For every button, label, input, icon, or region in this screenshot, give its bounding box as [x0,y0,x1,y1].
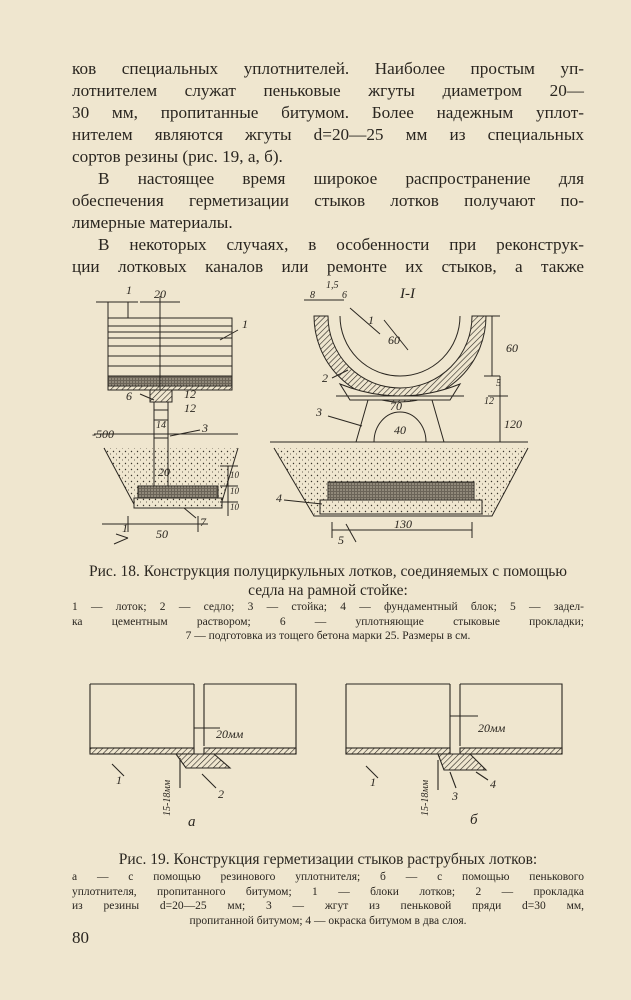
fig18-label: 1 [368,313,374,327]
fig18-label: 60 [388,333,400,347]
fig18-label: 10 [230,470,240,480]
fig18-label: 70 [390,399,402,413]
caption-line: ка цементным раствором; 6 — уплотняющие … [72,615,584,628]
caption-line: а — с помощью резинового уплотнителя; б … [72,871,584,883]
fig18-label: 1 [122,521,128,535]
fig18-label: 5 [338,533,344,547]
paragraph-3: В некоторых случаях, в особенности при р… [72,234,584,278]
text-line: нителем являются жгуты d=20—25 мм из спе… [72,125,584,144]
text-line: В некоторых случаях, в особенности при р… [98,235,584,254]
fig18-label: 50 [156,527,168,541]
figure-19-caption-title: Рис. 19. Конструкция герметизации стыков… [118,851,538,868]
fig18-label: 2 [322,371,328,385]
fig18-label: 4 [276,491,282,505]
fig18-label: 20 [158,465,170,479]
fig18-left-labels: 1 20 1 6 12 12 14 -500 3 20 10 10 10 7 1… [92,283,248,541]
fig18-label: 10 [230,502,240,512]
paragraph-1: ков специальных уплотнителей. Наиболее п… [72,58,584,168]
fig18-label: -500 [92,427,114,441]
fig18-right-view [270,299,529,543]
figure-18-drawing: 1 20 1 6 12 12 14 -500 3 20 10 10 10 7 1… [92,280,529,547]
text-line: лотнителем служат пеньковые жгуты диамет… [72,81,584,100]
figure-18-caption-legend: 1 — лоток; 2 — седло; 3 — стойка; 4 — фу… [72,600,584,644]
figure-18-caption-title: Рис. 18. Конструкция полуциркульных лотк… [89,563,567,599]
fig18-label: 3 [201,421,208,435]
body-text: ков специальных уплотнителей. Наиболее п… [72,58,584,278]
caption-line: 1 — лоток; 2 — седло; 3 — стойка; 4 — фу… [72,601,584,613]
fig18-label: 14 [156,420,166,431]
fig19-subfig-letter: а [188,814,196,830]
fig18-label: 1,5 [326,280,339,291]
caption-line: 7 — подготовка из тощего бетона марки 25… [185,630,471,642]
fig19-label: 1 [116,773,122,787]
fig18-label: 5 [496,378,501,389]
figure-19-drawing: 20мм 1 2 15-18мм а [89,683,563,830]
fig19-view-a-labels: 20мм 1 2 15-18мм а [116,727,244,830]
text-line: обеспечения герметизации стыков лотков п… [72,191,584,210]
fig19-label: 15-18мм [162,779,173,816]
fig18-label: 8 [310,290,315,301]
text-line: ции лотковых каналов или ремонте их стык… [72,257,584,276]
fig18-label: 60 [506,341,518,355]
fig19-label: 20мм [478,721,506,735]
fig18-label: 12 [484,396,494,407]
caption-line: уплотнителя, пропитанного битумом; 1 — б… [72,885,584,898]
fig18-label: 130 [394,517,412,531]
text-line: ков специальных уплотнителей. Наиболее п… [72,59,584,78]
fig19-label: 1 [370,775,376,789]
fig18-label: 10 [230,486,240,496]
text-line: 30 мм, пропитанные битумом. Более надежн… [72,103,584,122]
fig18-right-labels: I-I 1,5 8 6 1 60 60 2 5 70 12 3 40 120 4… [276,280,522,547]
paragraph-2: В настоящее время широкое распространени… [72,168,584,234]
text-line: В настоящее время широкое распространени… [98,169,584,188]
fig18-label: 1 [242,317,248,331]
figure-19-caption-legend: а — с помощью резинового уплотнителя; б … [72,870,584,928]
fig19-label: 4 [490,777,496,791]
fig18-label: 1 [126,283,132,297]
fig18-label: 7 [200,515,207,529]
fig18-label: 6 [342,290,347,301]
fig19-label: 2 [218,787,224,801]
fig18-label: 40 [394,423,406,437]
fig18-section-label: I-I [399,286,416,302]
fig18-label: 3 [315,405,322,419]
fig19-subfig-letter: б [470,812,478,828]
fig19-label: 3 [451,789,458,803]
fig18-left-view [94,296,239,545]
fig19-label: 15-18мм [420,779,431,816]
fig19-label: 20мм [216,727,244,741]
fig19-view-a [89,683,297,789]
text-line: лимерные материалы. [72,213,233,232]
fig19-view-b [345,683,563,790]
fig18-label: 20 [154,287,166,301]
caption-line: из резины d=20—25 мм; 3 — жгут из пенько… [72,900,584,912]
fig18-label: 6 [126,389,132,403]
page-number: 80 [72,928,89,947]
figure-19: 20мм 1 2 15-18мм а [84,676,580,836]
fig19-view-b-labels: 20мм 1 3 4 15-18мм б [370,721,506,828]
text-line: сортов резины (рис. 19, а, б). [72,147,283,166]
fig18-label: 12 [184,387,196,401]
fig18-label: 12 [184,401,196,415]
figure-18: 1 20 1 6 12 12 14 -500 3 20 10 10 10 7 1… [88,276,548,556]
caption-line: пропитанной битумом; 4 — окраска битумом… [189,914,467,927]
fig18-label: 120 [504,417,522,431]
